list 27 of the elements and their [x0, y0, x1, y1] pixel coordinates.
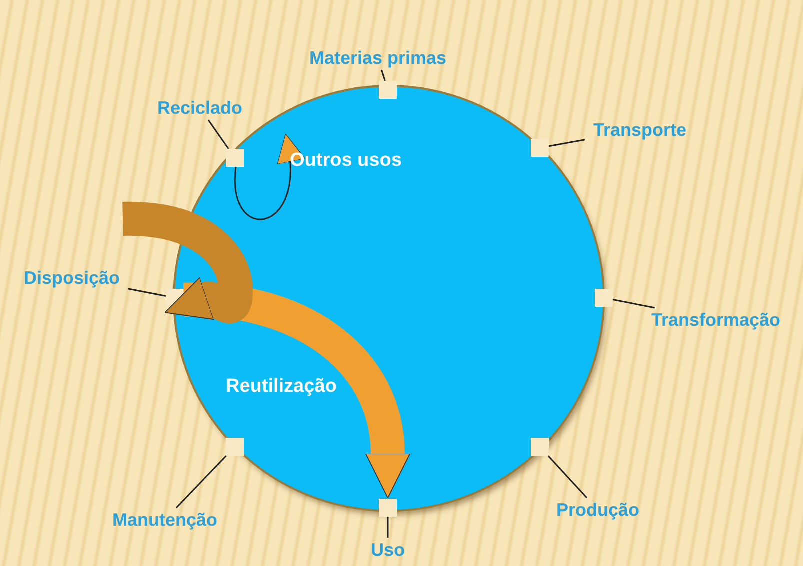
stage-marker [226, 149, 244, 167]
edge-label: Reutilização [226, 376, 337, 398]
stage-marker [379, 81, 397, 99]
stage-label: Disposição [16, 266, 128, 290]
stage-marker [379, 499, 397, 517]
stage-label: Manutenção [105, 508, 225, 532]
stage-label: Reciclado [152, 96, 248, 120]
leader-line [208, 120, 230, 150]
stage-label: Transporte [585, 118, 695, 142]
stage-label: Materias primas [298, 46, 458, 70]
curved-arrow [184, 283, 410, 498]
arrow [234, 134, 304, 220]
leader-line [128, 288, 166, 297]
stage-label: Transformação [646, 308, 786, 332]
leader-line [612, 299, 656, 309]
stage-label: Produção [548, 498, 648, 522]
leader-line [387, 517, 389, 538]
stage-label: Uso [366, 538, 410, 562]
leader-line [176, 455, 227, 509]
leader-line [548, 456, 588, 498]
leader-line [548, 139, 586, 148]
stage-marker [595, 289, 613, 307]
stage-marker [226, 438, 244, 456]
leader-line [381, 70, 386, 82]
stage-marker [531, 139, 549, 157]
stage-marker [531, 438, 549, 456]
curved-arrow [122, 202, 253, 324]
